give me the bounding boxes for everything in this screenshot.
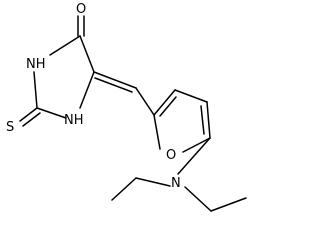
bond-furan-c2-c3-double-b xyxy=(159,96,177,117)
bond-furan-c4-c5-double-b xyxy=(200,105,205,135)
bond-ethyl1-ch2-ch3 xyxy=(111,177,137,201)
atom-nh-top: NH xyxy=(26,57,46,72)
chemical-structure-diagram: O NH NH S O N xyxy=(6,2,247,212)
furan-ring xyxy=(153,89,211,153)
bond-furan-c2-c3-double-a xyxy=(153,89,176,116)
bond-c5-ch-double-a xyxy=(93,71,137,89)
methylidene-bridge xyxy=(93,71,155,116)
atom-oxygen-carbonyl: O xyxy=(76,2,86,17)
bond-c2-n1 xyxy=(36,107,67,119)
bond-n-ethyl1-ch2 xyxy=(135,177,171,187)
atom-sulfur: S xyxy=(6,120,14,135)
bond-c4-n3 xyxy=(49,35,81,56)
bond-c2-s-double-b xyxy=(22,112,41,127)
atom-oxygen-furan: O xyxy=(166,148,176,163)
bond-n1-c5 xyxy=(79,71,95,109)
bond-furan-c3-c4 xyxy=(174,89,208,103)
diethylamino-group xyxy=(111,137,247,212)
bond-n3-c2 xyxy=(33,71,38,109)
bond-n-ethyl2-ch2 xyxy=(184,186,212,212)
bond-c4-c5 xyxy=(79,35,95,73)
structure-canvas: O NH NH S O N xyxy=(6,2,247,212)
bond-c2-s-double-a xyxy=(19,107,38,122)
atom-nh-bottom: NH xyxy=(64,113,84,128)
bond-ch-furan-c2 xyxy=(135,87,155,116)
atom-labels: O NH NH S O N xyxy=(6,2,181,191)
atom-nitrogen-amine: N xyxy=(171,176,181,191)
bond-c5-ch-double-b xyxy=(94,77,133,93)
bond-furan-c5-o xyxy=(182,137,211,153)
bond-ethyl2-ch2-ch3 xyxy=(210,197,247,212)
bond-c5-n xyxy=(177,137,211,175)
imidazolidine-ring xyxy=(19,15,95,127)
bond-furan-c4-c5-double-a xyxy=(206,101,211,139)
bond-furan-o-c2 xyxy=(153,114,161,150)
